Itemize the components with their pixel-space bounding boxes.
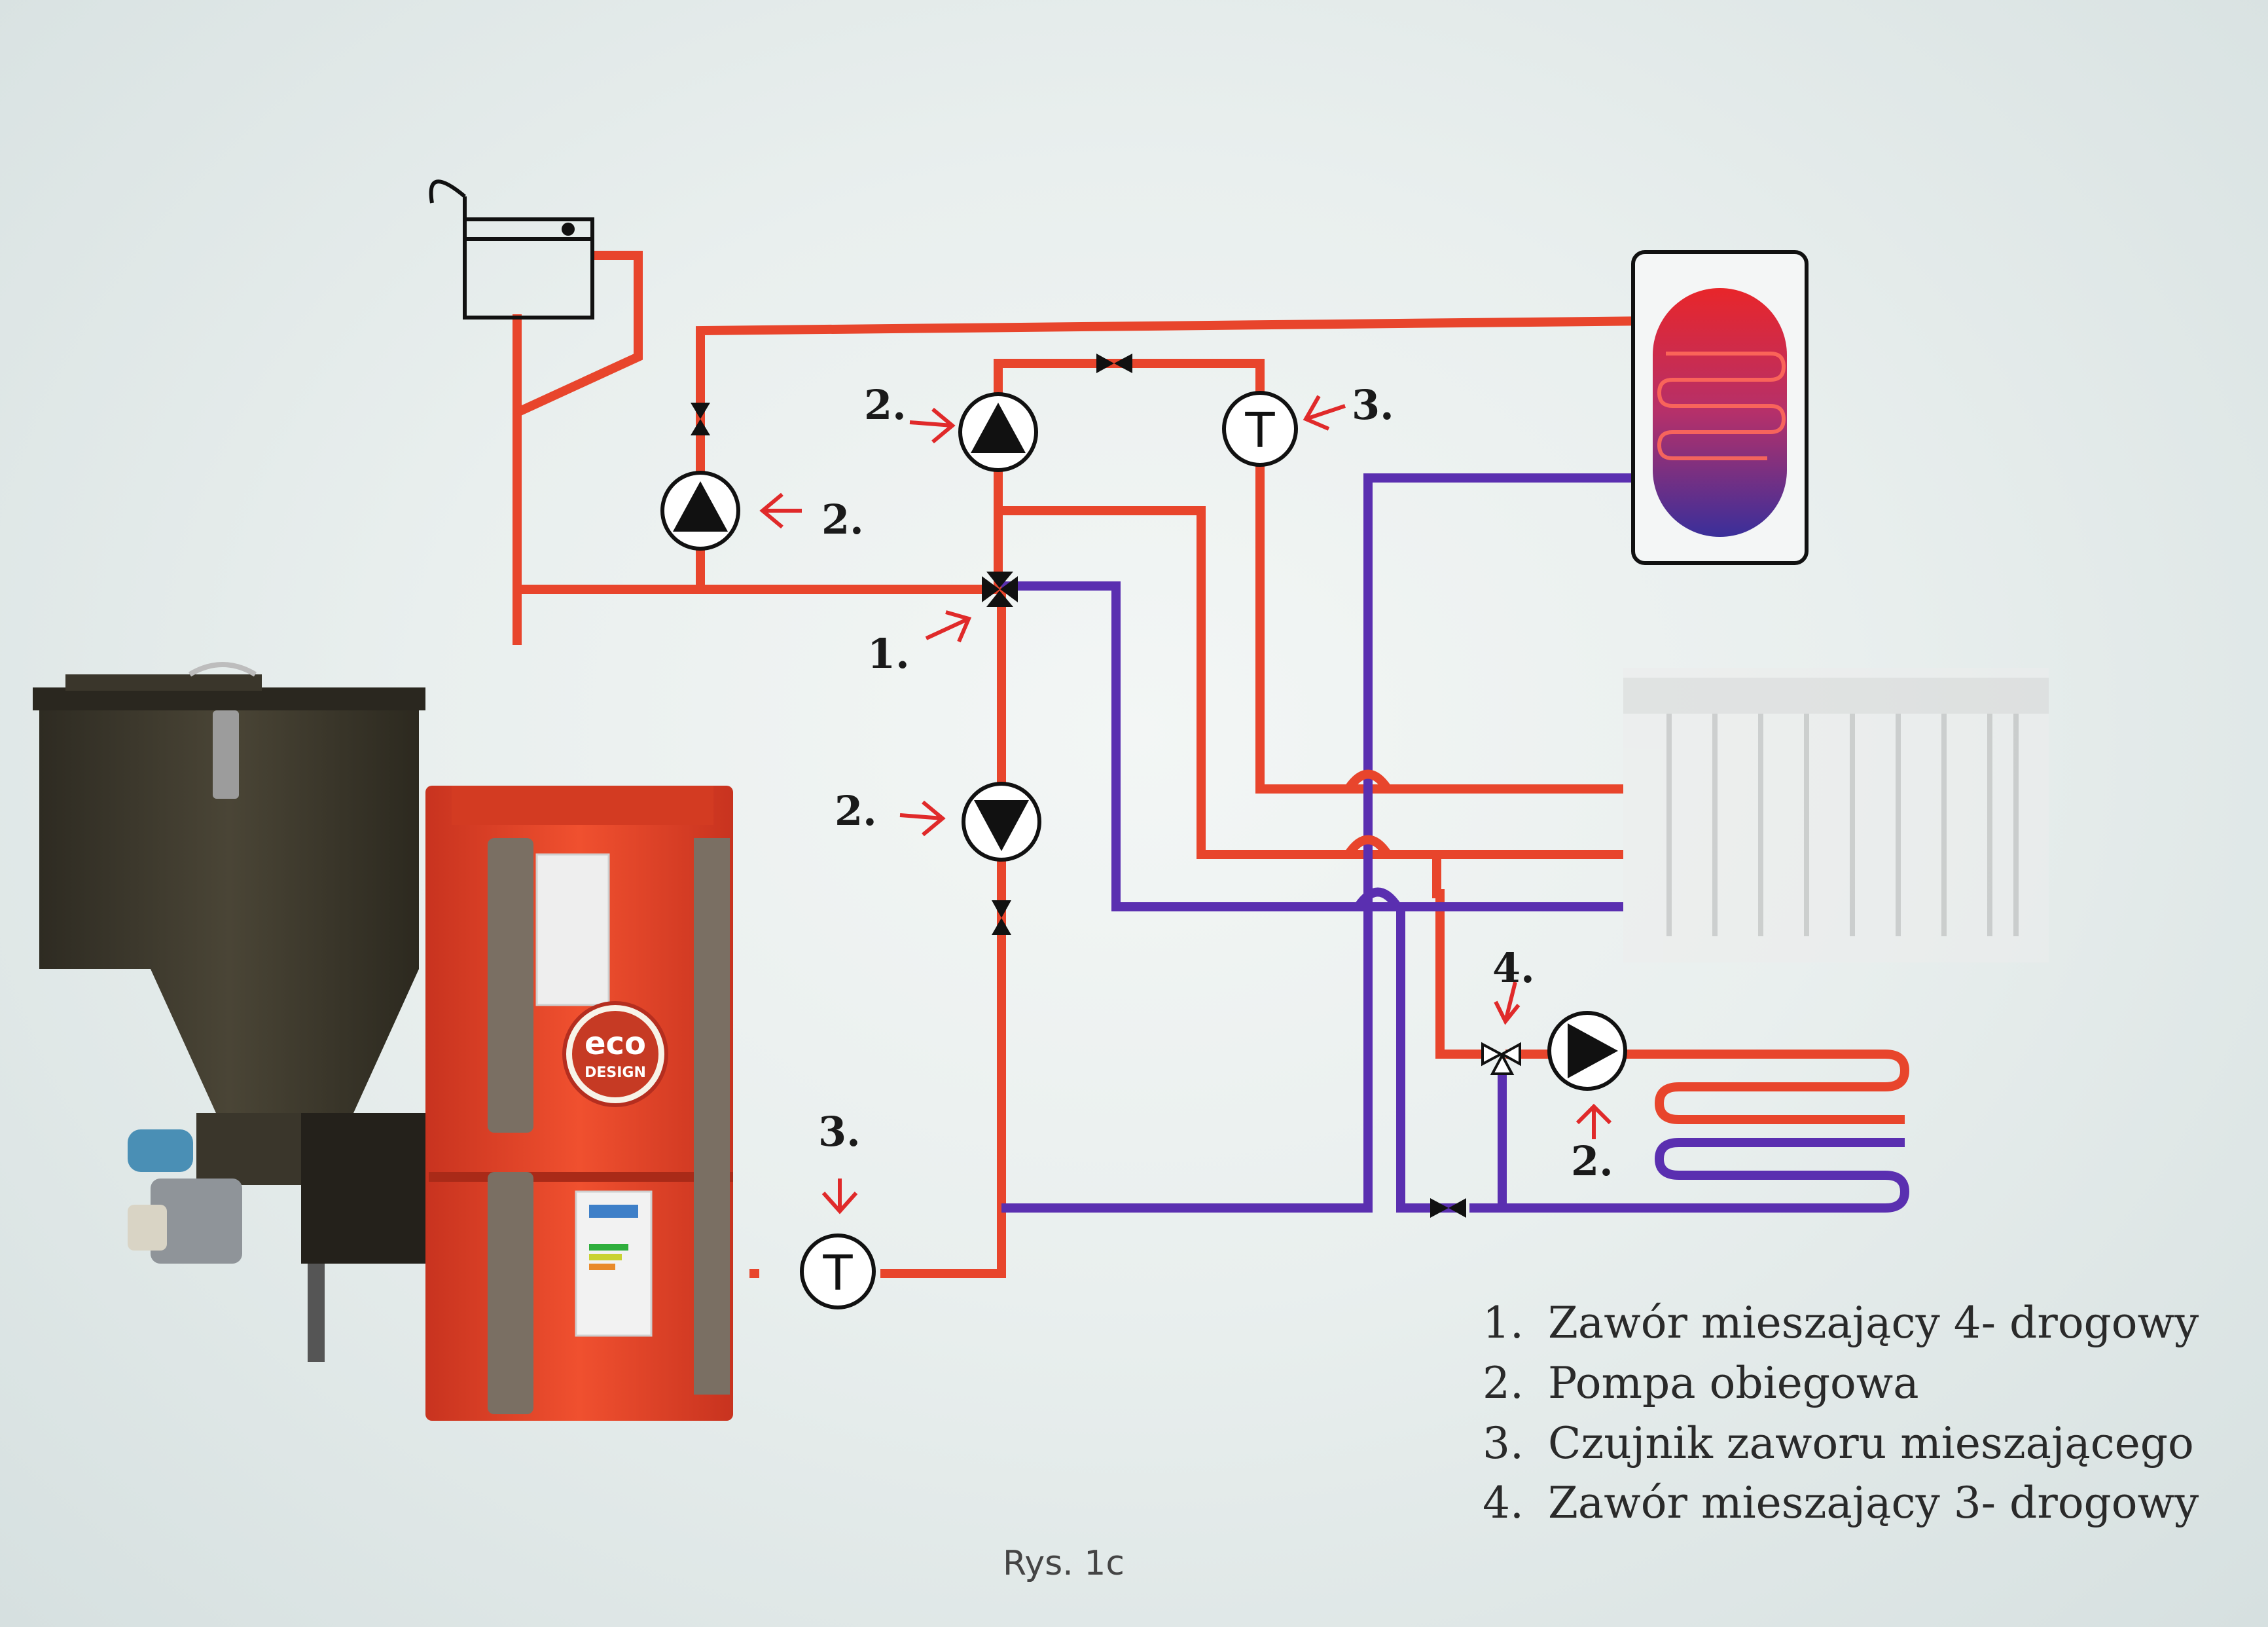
pump-mid [962, 782, 1041, 862]
figure-caption: Rys. 1c [1003, 1544, 1125, 1583]
valve-top-horizontal [1096, 354, 1132, 373]
callout-sensor-top: 3. [1352, 381, 1394, 429]
expansion-tank [429, 179, 594, 320]
sensor-bottom-symbol: T [822, 1245, 853, 1302]
legend-item-4: 4. Zawór mieszający 3- drogowy [1483, 1478, 2199, 1528]
pump-floor [1547, 1011, 1627, 1091]
sensor-top: T [1222, 391, 1298, 467]
legend-item-2: 2. Pompa obiegowa [1483, 1358, 1919, 1408]
valve-left-vertical [691, 403, 710, 435]
pipe-crossovers [1344, 769, 1401, 910]
boiler-body: eco DESIGN [425, 786, 733, 1421]
valve-mid-vertical [992, 900, 1011, 935]
sensor-top-symbol: T [1244, 403, 1275, 459]
valve-bottom-horizontal [1430, 1198, 1466, 1218]
circulation-pumps [660, 392, 1627, 1091]
callout-mix3: 4. [1492, 944, 1535, 992]
legend-num-3: 3. [1483, 1418, 1524, 1469]
pump-top [958, 392, 1038, 472]
legend-num-2: 2. [1483, 1358, 1524, 1408]
callout-mix4: 1. [867, 630, 910, 678]
boiler-badge-design: DESIGN [585, 1065, 646, 1081]
callout-pump-top: 2. [864, 381, 907, 429]
callout-labels: 2. 2. 3. 1. 2. 3. 4. 2. [818, 381, 1613, 1185]
fuel-hopper [33, 662, 432, 1362]
hot-water-cylinder [1631, 250, 1809, 565]
callout-arrows [759, 395, 1612, 1215]
legend-item-3: 3. Czujnik zaworu mieszającego [1483, 1418, 2194, 1469]
radiator [1623, 668, 2049, 962]
legend-num-4: 4. [1483, 1478, 1524, 1528]
legend-num-1: 1. [1483, 1298, 1524, 1348]
callout-sensor-bottom: 3. [818, 1108, 861, 1156]
boiler-badge-eco: eco [585, 1025, 646, 1062]
sensor-bottom: T [800, 1234, 876, 1309]
shutoff-valves [691, 354, 1466, 1218]
four-way-mixing-valve [982, 572, 1018, 607]
callout-pump-mid: 2. [835, 787, 877, 835]
legend-text-1: Zawór mieszający 4- drogowy [1548, 1298, 2199, 1348]
legend: 1. Zawór mieszający 4- drogowy 2. Pompa … [1483, 1298, 2199, 1528]
temperature-sensors: T T [800, 391, 1298, 1309]
callout-pump-left: 2. [821, 496, 864, 543]
pump-left [660, 471, 740, 551]
callout-pump-floor: 2. [1571, 1137, 1613, 1185]
legend-text-2: Pompa obiegowa [1548, 1358, 1919, 1408]
legend-item-1: 1. Zawór mieszający 4- drogowy [1483, 1298, 2199, 1348]
legend-text-4: Zawór mieszający 3- drogowy [1548, 1478, 2199, 1528]
pellet-boiler: eco DESIGN [33, 662, 733, 1421]
legend-text-3: Czujnik zaworu mieszającego [1548, 1418, 2194, 1469]
three-way-mixing-valve [1481, 1042, 1521, 1075]
